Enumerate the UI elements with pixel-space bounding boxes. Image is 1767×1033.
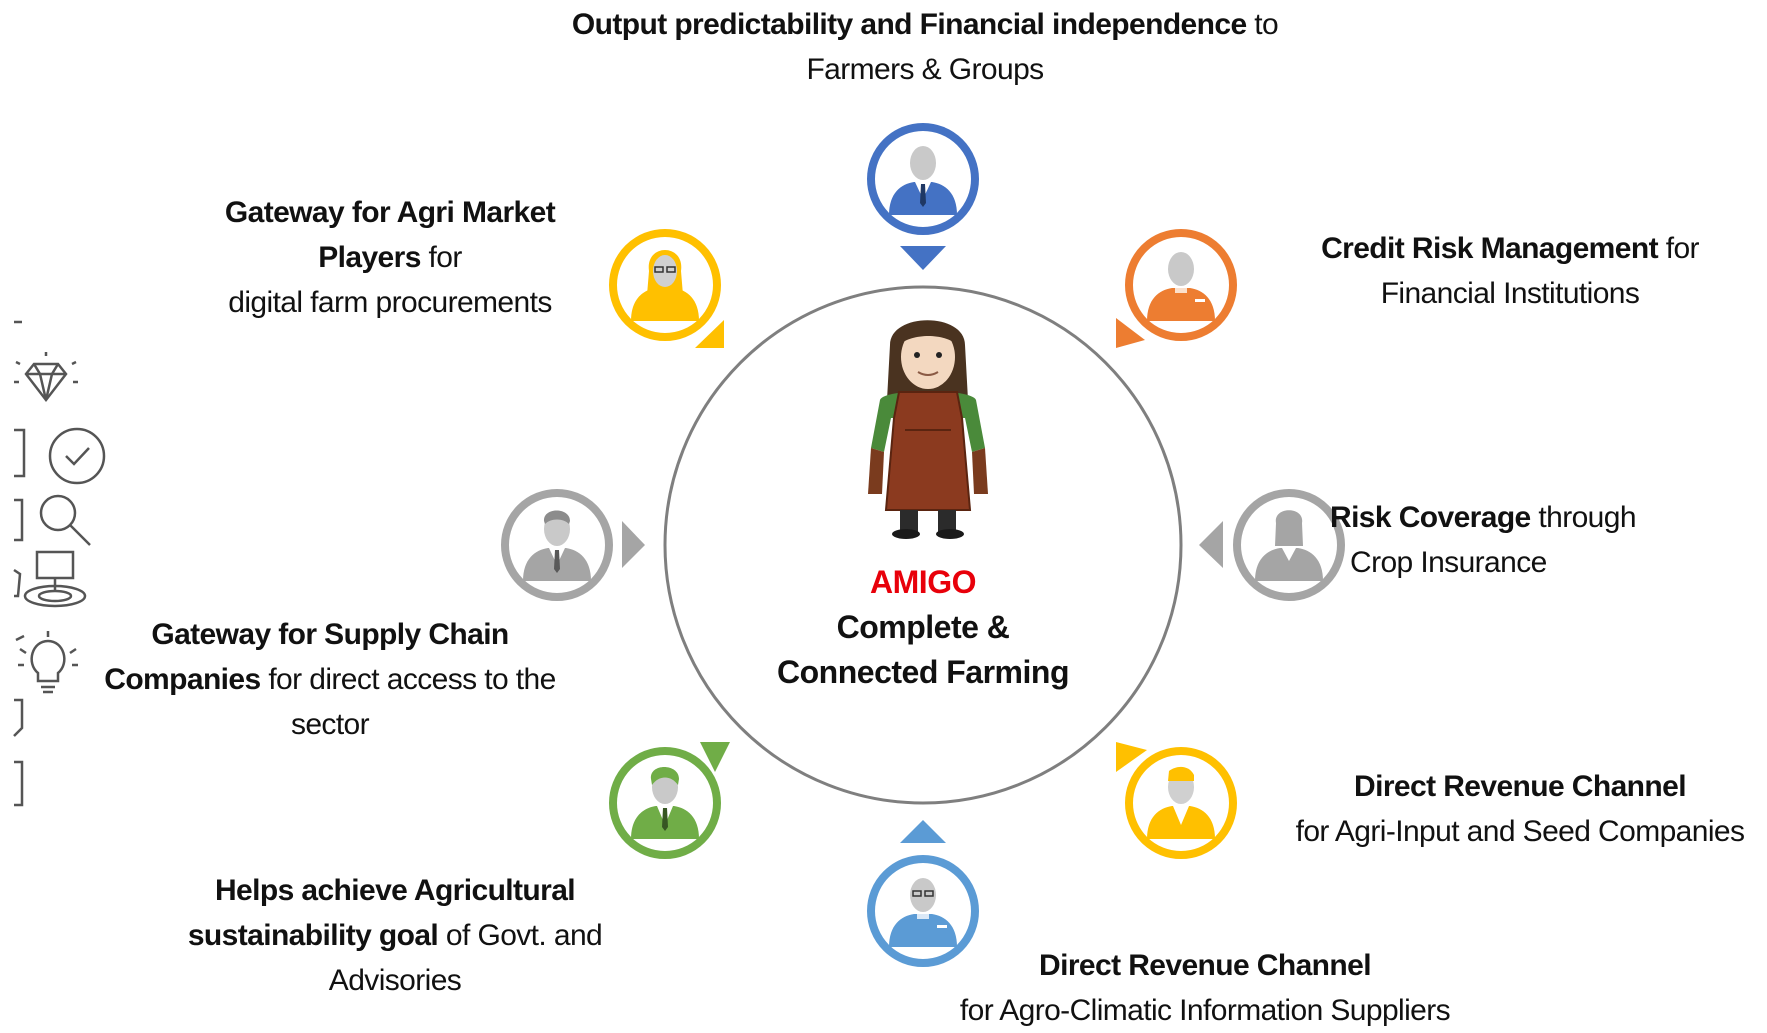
stakeholder-top-left-icon <box>609 229 724 348</box>
stakeholder-right-icon <box>1199 489 1345 601</box>
label-left-bold2: Companies <box>104 663 261 696</box>
label-bottom-left-line3: Advisories <box>328 964 462 997</box>
stakeholder-bottom-icon <box>867 820 979 967</box>
label-top-bold: Output predictability and Financial inde… <box>571 8 1247 41</box>
label-right-rest: through <box>1530 501 1636 534</box>
label-top-left-bold2: Players <box>318 241 421 274</box>
monitor-target-icon <box>23 550 87 608</box>
label-top-right-bold: Credit Risk Management <box>1321 232 1658 265</box>
check-circle-icon <box>48 427 106 485</box>
label-left-line3: sector <box>290 708 370 741</box>
center-line-2: Connected Farming <box>777 654 1069 690</box>
label-top-left-bold1: Gateway for Agri Market <box>224 196 556 229</box>
search-icon <box>39 494 91 546</box>
label-top-rest: to <box>1246 8 1279 41</box>
diamond-icon <box>14 352 78 403</box>
label-bottom-right-line1: Direct Revenue Channel <box>1354 770 1687 803</box>
label-top-left-line3: digital farm procurements <box>228 286 552 319</box>
stakeholder-top-icon <box>867 123 979 270</box>
label-left-rest: for direct access to the <box>260 663 556 696</box>
label-top-line2: Farmers & Groups <box>806 53 1044 86</box>
label-top: Output predictability and Financial inde… <box>540 2 1310 92</box>
lightbulb-icon <box>18 631 78 694</box>
label-top-right-line2: Financial Institutions <box>1380 277 1640 310</box>
label-bottom-right-line2: for Agri-Input and Seed Companies <box>1295 815 1745 848</box>
stakeholder-top-right-icon <box>1116 229 1237 348</box>
label-bottom-left-bold2: sustainability goal <box>187 919 439 952</box>
center-line-1: Complete & <box>836 609 1010 645</box>
pointer-corner-icon <box>700 742 730 772</box>
center-circle <box>663 285 1183 805</box>
amigo-title: AMIGO <box>870 564 976 600</box>
pointer-corner-icon <box>695 320 724 348</box>
label-bottom-right: Direct Revenue Channel for Agri-Input an… <box>1270 764 1767 854</box>
label-bottom-left-bold1: Helps achieve Agricultural <box>214 874 576 907</box>
label-top-left-rest: for <box>420 241 463 274</box>
label-bottom: Direct Revenue Channel for Agro-Climatic… <box>900 943 1510 1033</box>
stakeholder-left-icon <box>501 489 645 601</box>
label-left: Gateway for Supply Chain Companies for d… <box>80 612 580 747</box>
stakeholder-bottom-left-icon <box>609 742 730 859</box>
farmer-figure-icon <box>868 320 988 539</box>
pointer-left-icon <box>1199 521 1223 568</box>
pointer-right-icon <box>622 521 645 568</box>
label-right: Risk Coverage through Crop Insurance <box>1330 495 1740 585</box>
label-bottom-line1: Direct Revenue Channel <box>1039 949 1372 982</box>
label-bottom-left: Helps achieve Agricultural sustainabilit… <box>160 868 630 1003</box>
label-top-right-rest: for <box>1657 232 1700 265</box>
pointer-corner-icon <box>1116 318 1145 348</box>
pointer-corner-icon <box>1116 742 1147 772</box>
label-bottom-line2: for Agro-Climatic Information Suppliers <box>959 994 1451 1027</box>
label-bottom-left-rest: of Govt. and <box>438 919 603 952</box>
label-left-bold1: Gateway for Supply Chain <box>151 618 509 651</box>
pointer-up-icon <box>900 820 946 843</box>
label-top-left: Gateway for Agri Market Players for digi… <box>190 190 590 325</box>
side-decorative-icons <box>13 320 106 807</box>
label-right-line2: Crop Insurance <box>1350 546 1547 579</box>
stakeholder-bottom-right-icon <box>1116 742 1237 859</box>
pointer-down-icon <box>900 246 946 270</box>
label-top-right: Credit Risk Management for Financial Ins… <box>1260 226 1760 316</box>
label-right-bold: Risk Coverage <box>1330 501 1531 534</box>
center-label: AMIGO Complete & Connected Farming <box>723 560 1123 695</box>
